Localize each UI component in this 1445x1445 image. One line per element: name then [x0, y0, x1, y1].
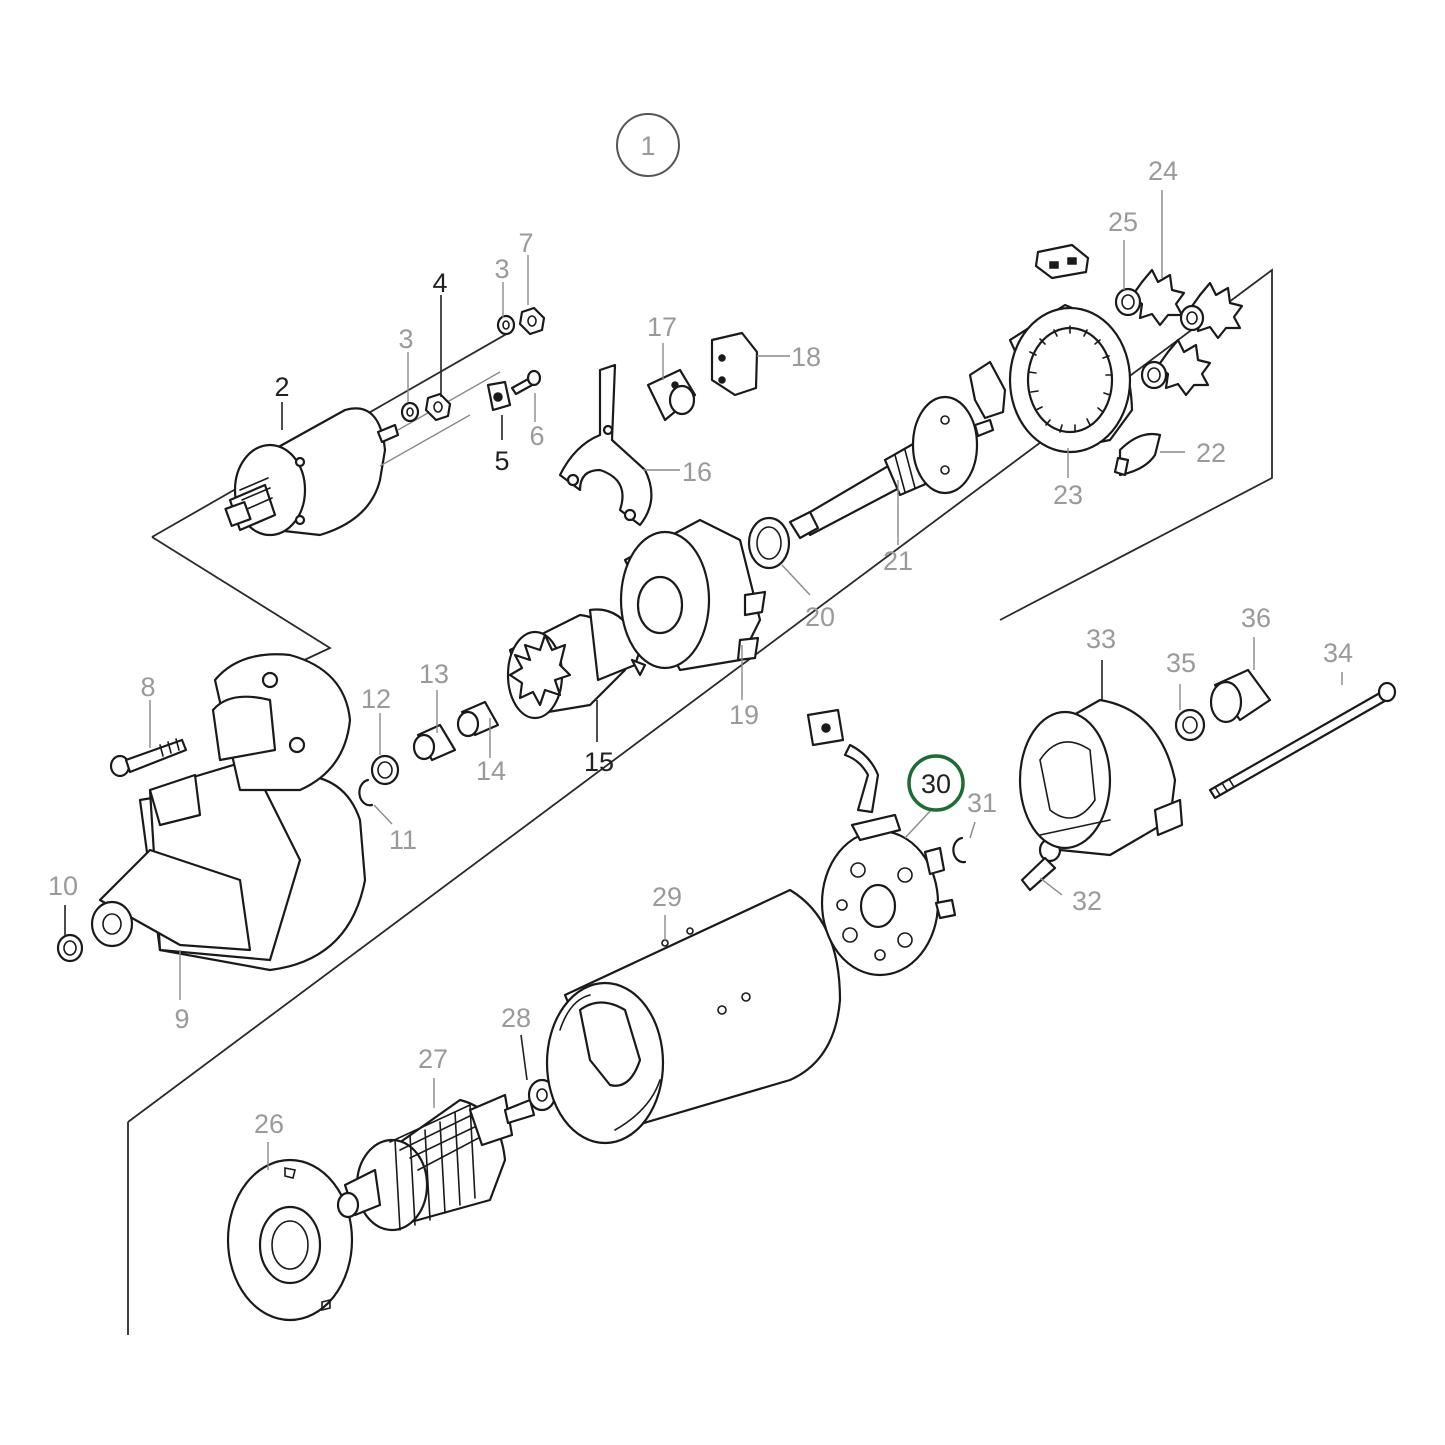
part-label-3[interactable]: 3 — [398, 324, 413, 354]
ring-part[interactable] — [370, 754, 400, 786]
part-label-24[interactable]: 24 — [1148, 156, 1178, 186]
clip-part[interactable] — [486, 380, 512, 412]
ring-gear-part[interactable] — [968, 303, 1134, 454]
end-cap-part[interactable] — [1209, 668, 1272, 724]
commutator-end-housing-part[interactable] — [1018, 698, 1184, 857]
part-label-13[interactable]: 13 — [419, 659, 449, 689]
sleeve-part[interactable] — [412, 723, 457, 762]
shift-fork-part[interactable] — [558, 363, 653, 527]
sleeve-small-part[interactable] — [456, 700, 500, 738]
solenoid-part[interactable] — [224, 407, 400, 537]
part-label-36[interactable]: 36 — [1241, 603, 1271, 633]
part-label-11[interactable]: 11 — [389, 825, 417, 855]
part-label-35[interactable]: 35 — [1166, 648, 1196, 678]
part-label-16[interactable]: 16 — [682, 457, 712, 487]
part-label-3-top[interactable]: 3 — [494, 254, 509, 284]
part-label-18[interactable]: 18 — [791, 342, 821, 372]
part-label-28[interactable]: 28 — [501, 1003, 531, 1033]
end-bushing-part[interactable] — [1174, 708, 1206, 742]
nut-top-part[interactable] — [518, 306, 546, 336]
part-label-5[interactable]: 5 — [494, 446, 509, 476]
rubber-block-part[interactable] — [710, 331, 759, 397]
bushing-part[interactable] — [56, 933, 84, 963]
armature-part[interactable] — [336, 1093, 536, 1232]
yoke-housing-part[interactable] — [545, 888, 842, 1145]
drive-end-housing-part[interactable] — [90, 653, 367, 972]
part-label-8[interactable]: 8 — [140, 672, 155, 702]
part-label-14[interactable]: 14 — [476, 756, 506, 786]
planet-carrier-pad-part[interactable] — [1113, 432, 1162, 477]
intermediate-bearing-part[interactable] — [619, 518, 767, 672]
part-label-2[interactable]: 2 — [274, 372, 289, 402]
bearing-cap-part[interactable] — [1034, 243, 1090, 280]
part-label-12[interactable]: 12 — [361, 684, 391, 714]
leader-lines — [64, 190, 1343, 1170]
circlip-part[interactable] — [358, 778, 374, 807]
part-label-27[interactable]: 27 — [418, 1044, 448, 1074]
assembly-number-badge: 1 — [616, 113, 680, 177]
part-label-22[interactable]: 22 — [1196, 438, 1226, 468]
part-label-15[interactable]: 15 — [584, 747, 614, 777]
part-label-23[interactable]: 23 — [1053, 480, 1083, 510]
part-label-30[interactable]: 30 — [921, 769, 951, 799]
part-label-25[interactable]: 25 — [1108, 207, 1138, 237]
part-label-17[interactable]: 17 — [647, 312, 677, 342]
part-label-32[interactable]: 32 — [1072, 886, 1102, 916]
brush-circlip-part[interactable] — [952, 836, 967, 864]
part-label-30-highlight[interactable]: 30 — [907, 754, 965, 812]
needle-bearing-part[interactable] — [1114, 287, 1205, 390]
washer-top-part[interactable] — [496, 314, 516, 336]
part-label-34[interactable]: 34 — [1323, 638, 1353, 668]
drive-shaft-part[interactable] — [788, 395, 995, 540]
part-label-26[interactable]: 26 — [254, 1109, 284, 1139]
part-label-29[interactable]: 29 — [652, 882, 682, 912]
planet-gear-part[interactable] — [1130, 268, 1244, 397]
part-label-19[interactable]: 19 — [729, 700, 759, 730]
screw-part[interactable] — [510, 369, 542, 396]
end-plate-part[interactable] — [226, 1158, 354, 1322]
highlight-ring — [907, 754, 965, 812]
part-label-31[interactable]: 31 — [967, 788, 997, 818]
nut-part[interactable] — [424, 392, 452, 422]
part-label-9[interactable]: 9 — [174, 1004, 189, 1034]
washer-part[interactable] — [400, 401, 420, 423]
part-label-20[interactable]: 20 — [805, 602, 835, 632]
bolt-part[interactable] — [109, 738, 188, 778]
part-label-7[interactable]: 7 — [518, 228, 533, 258]
brush-plate-part[interactable] — [806, 708, 957, 977]
part-label-33[interactable]: 33 — [1086, 624, 1116, 654]
pinion-drive-part[interactable] — [506, 608, 647, 720]
part-label-21[interactable]: 21 — [883, 546, 913, 576]
lever-pin-part[interactable] — [646, 368, 697, 422]
svg-text:1: 1 — [640, 131, 655, 161]
thrust-washer-part[interactable] — [747, 516, 791, 570]
part-labels: 2 3 3 4 5 6 7 8 9 10 11 12 13 14 15 16 1… — [48, 156, 1353, 1139]
part-label-4[interactable]: 4 — [432, 268, 447, 298]
part-label-6[interactable]: 6 — [529, 421, 544, 451]
through-bolt-part[interactable] — [1208, 681, 1397, 800]
part-label-10[interactable]: 10 — [48, 871, 78, 901]
